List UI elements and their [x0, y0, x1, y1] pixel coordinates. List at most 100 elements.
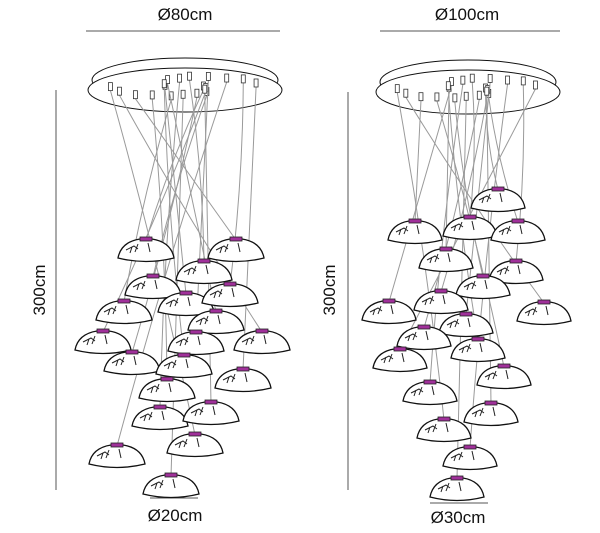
shade-cap — [177, 352, 191, 358]
ceiling-socket — [108, 82, 113, 92]
ceiling-socket — [149, 90, 155, 100]
shade-cap — [537, 299, 551, 305]
glass-shade — [88, 444, 146, 469]
ceiling-socket — [487, 74, 493, 83]
shade-detail — [183, 264, 209, 276]
glass-shade — [214, 368, 272, 393]
ceiling-socket — [161, 79, 167, 89]
shade-detail — [209, 287, 235, 299]
glass-shade — [131, 406, 189, 431]
glass-shade — [418, 248, 474, 273]
shade-detail — [146, 382, 172, 394]
shade-detail — [111, 355, 137, 367]
glass-shade — [450, 338, 506, 363]
shade-detail — [82, 334, 108, 346]
glass-shade — [124, 275, 182, 300]
suspension-wire — [204, 93, 212, 404]
shade-cap — [491, 186, 505, 192]
glass-shade — [182, 401, 240, 426]
glass-shade — [516, 301, 572, 326]
shade-detail — [484, 369, 509, 381]
glass-shade — [103, 351, 161, 376]
shade-cap — [204, 399, 218, 405]
glass-shade — [455, 275, 511, 300]
glass-shade — [463, 402, 519, 427]
glass-shade — [416, 418, 472, 443]
ceiling-socket — [224, 73, 230, 83]
right-canopy-diameter-label: Ø100cm — [434, 5, 500, 24]
shade-detail — [132, 279, 158, 291]
glass-shade — [490, 220, 546, 245]
shade-cap — [382, 298, 396, 304]
shade-detail — [125, 242, 151, 254]
ceiling-socket — [476, 90, 482, 100]
shade-detail — [450, 220, 475, 232]
shade-detail — [463, 279, 488, 291]
glass-shade — [201, 283, 259, 308]
glass-shade — [95, 300, 153, 325]
glass-shade — [442, 446, 498, 471]
ceiling-socket — [194, 88, 200, 98]
shade-cap — [255, 328, 269, 334]
shade-cap — [393, 346, 407, 352]
glass-shade — [155, 354, 213, 379]
ceiling-socket — [445, 81, 451, 91]
suspension-wire — [388, 85, 452, 303]
shade-cap — [160, 376, 174, 382]
shade-detail — [165, 296, 191, 308]
shade-detail — [450, 450, 475, 462]
ceiling-socket — [463, 91, 469, 101]
glass-shade — [187, 310, 245, 335]
shade-detail — [426, 252, 451, 264]
shade-cap — [223, 281, 237, 287]
shade-cap — [463, 214, 477, 220]
ceiling-socket — [452, 93, 458, 103]
suspension-wire — [396, 92, 445, 421]
ceiling-socket — [460, 75, 466, 85]
shade-detail — [424, 422, 449, 434]
shade-cap — [197, 258, 211, 264]
ceiling-socket — [469, 73, 475, 83]
shade-cap — [153, 404, 167, 410]
shade-cap — [146, 273, 160, 279]
ceiling-socket — [505, 75, 510, 85]
shade-cap — [125, 349, 139, 355]
glass-shade — [476, 365, 532, 390]
shade-detail — [524, 305, 549, 317]
shade-cap — [439, 246, 453, 252]
left-shade-diameter-label: Ø20cm — [147, 506, 203, 525]
glass-shade — [372, 348, 428, 373]
shade-detail — [215, 242, 241, 254]
left-canopy-diameter-label: Ø80cm — [157, 5, 213, 24]
shade-detail — [395, 224, 420, 236]
shade-cap — [229, 236, 243, 242]
shade-detail — [96, 448, 122, 460]
right-shade-diameter-label: Ø30cm — [430, 508, 486, 527]
suspension-wire — [145, 89, 204, 241]
shade-detail — [437, 481, 462, 493]
shade-detail — [222, 372, 248, 384]
shade-detail — [471, 406, 496, 418]
shade-cap — [484, 400, 498, 406]
shade-cap — [96, 328, 110, 334]
shade-detail — [446, 317, 471, 329]
shade-cap — [434, 288, 448, 294]
ceiling-socket — [484, 86, 490, 96]
glass-shade — [396, 326, 452, 351]
glass-shade — [438, 313, 494, 338]
glass-shade — [488, 260, 544, 285]
shade-cap — [408, 218, 422, 224]
glass-shade — [175, 260, 233, 285]
suspension-wire — [447, 89, 479, 341]
shade-detail — [195, 314, 221, 326]
glass-shade — [233, 330, 291, 355]
shade-cap — [209, 308, 223, 314]
glass-shade — [138, 378, 196, 403]
shade-detail — [404, 330, 429, 342]
shade-cap — [417, 324, 431, 330]
glass-shade — [442, 216, 498, 241]
shade-cap — [189, 329, 203, 335]
shade-detail — [163, 358, 189, 370]
suspension-wire — [486, 95, 492, 405]
